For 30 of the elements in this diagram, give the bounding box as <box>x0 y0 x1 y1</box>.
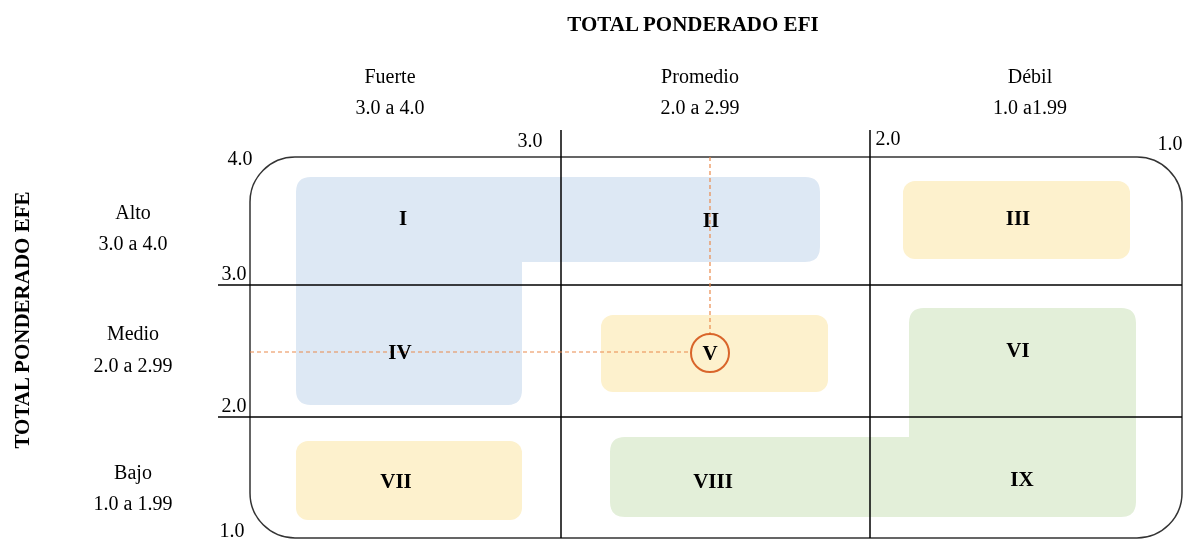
quadrant-label: VI <box>1002 335 1034 365</box>
quadrant-label: III <box>1001 203 1035 233</box>
category-label: Promedio <box>661 66 739 86</box>
tick-label: 4.0 <box>227 148 253 168</box>
tick-label: 1.0 <box>1157 133 1183 153</box>
tick-label: 3.0 <box>517 130 543 150</box>
tick-label: 1.0 <box>219 520 245 540</box>
range-label: 3.0 a 4.0 <box>98 233 168 253</box>
range-label: 3.0 a 4.0 <box>355 97 425 117</box>
tick-label: 3.0 <box>221 263 247 283</box>
quadrant-label: II <box>698 205 724 235</box>
category-label: Débil <box>1007 66 1053 86</box>
range-label: 1.0 a 1.99 <box>93 493 173 513</box>
range-label: 1.0 a1.99 <box>993 97 1067 117</box>
quadrant-label: V <box>698 338 722 368</box>
category-label: Alto <box>115 202 151 222</box>
axis-title: TOTAL PONDERADO EFE <box>11 191 33 449</box>
tick-label: 2.0 <box>221 395 247 415</box>
category-label: Medio <box>106 323 160 343</box>
quadrant-label: I <box>394 203 412 233</box>
category-label: Bajo <box>114 462 152 482</box>
range-label: 2.0 a 2.99 <box>660 97 740 117</box>
quadrant-label: IX <box>1006 464 1038 494</box>
range-label: 2.0 a 2.99 <box>93 355 173 375</box>
quadrant-label: IV <box>384 337 416 367</box>
axis-title: TOTAL PONDERADO EFI <box>567 13 819 35</box>
quadrant-label: VIII <box>689 466 737 496</box>
category-label: Fuerte <box>364 66 416 86</box>
tick-label: 2.0 <box>875 128 901 148</box>
quadrant-label: VII <box>376 466 416 496</box>
